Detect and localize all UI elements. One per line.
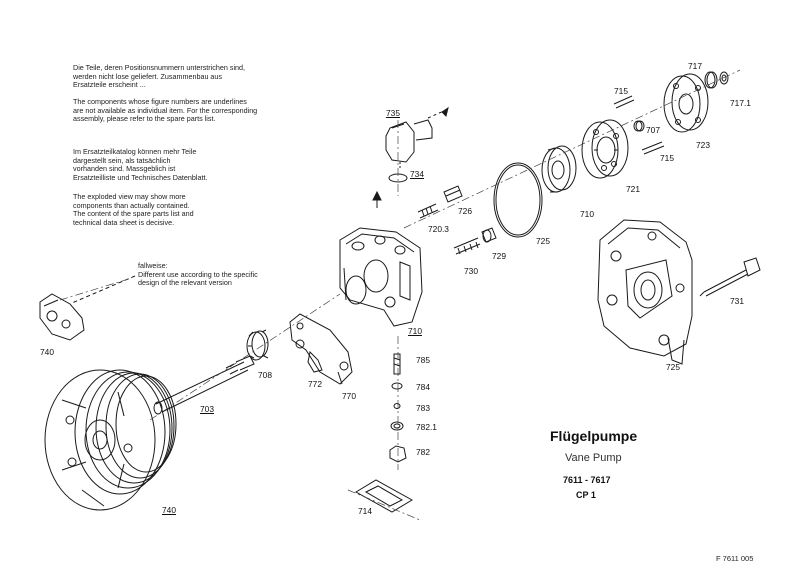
label-726: 726 <box>458 206 472 216</box>
document-id: F 7611 005 <box>716 554 754 563</box>
pin-715-upper <box>613 95 635 109</box>
label-717-1: 717.1 <box>730 98 751 108</box>
label-785: 785 <box>416 355 430 365</box>
label-723: 723 <box>696 140 710 150</box>
label-721: 721 <box>626 184 640 194</box>
piston-729 <box>481 227 497 243</box>
label-782: 782 <box>416 447 430 457</box>
label-725-oring: 725 <box>536 236 550 246</box>
o-ring-725-large <box>493 162 543 238</box>
screw-720-3 <box>417 203 439 219</box>
label-740-flange: 740 <box>40 347 54 357</box>
pump-housing-710 <box>339 227 423 327</box>
model-variant: CP 1 <box>576 490 596 500</box>
label-703: 703 <box>200 404 214 414</box>
note-english-components: The exploded view may show more componen… <box>73 192 194 227</box>
spring-726 <box>443 185 463 203</box>
label-715-lower: 715 <box>660 153 674 163</box>
label-740-pulley: 740 <box>162 505 176 515</box>
label-725-cover: 725 <box>666 362 680 372</box>
label-772: 772 <box>308 379 322 389</box>
washer-717-1 <box>719 71 729 85</box>
note-english-underlined-parts: The components whose figure numbers are … <box>73 97 258 124</box>
gasket-714 <box>355 479 413 513</box>
label-708: 708 <box>258 370 272 380</box>
gear-708 <box>246 329 269 361</box>
pin-707 <box>633 120 645 132</box>
label-783: 783 <box>416 403 430 413</box>
label-770: 770 <box>342 391 356 401</box>
note-german-components: Im Ersatzteilkatalog können mehr Teile d… <box>73 147 208 182</box>
label-715-upper: 715 <box>614 86 628 96</box>
label-734: 734 <box>410 169 424 179</box>
nut-782 <box>389 445 407 463</box>
cover-plate-723 <box>663 73 709 133</box>
bracket-772-770 <box>289 313 353 385</box>
drawing-subtitle: Vane Pump <box>565 452 622 464</box>
drawing-title: Flügelpumpe <box>550 428 638 444</box>
center-axis-lines <box>59 69 741 521</box>
label-735: 735 <box>386 108 400 118</box>
label-714: 714 <box>358 506 372 516</box>
label-717: 717 <box>688 61 702 71</box>
cam-ring-710 <box>541 145 577 193</box>
flow-arrow <box>372 190 382 208</box>
rotor-721 <box>581 119 629 179</box>
label-784: 784 <box>416 382 430 392</box>
drive-shaft-703 <box>153 355 255 415</box>
label-720-3: 720.3 <box>428 224 449 234</box>
note-german-underlined-parts: Die Teile, deren Positionsnummern unters… <box>73 63 246 90</box>
label-710-camring: 710 <box>580 209 594 219</box>
callout-leader <box>71 275 136 304</box>
washer-783 <box>393 403 401 409</box>
label-710-housing: 710 <box>408 326 422 336</box>
washer-784 <box>391 382 403 390</box>
bolt-731 <box>699 257 761 297</box>
note-optional-callout: fallweise: Different use according to th… <box>138 261 258 288</box>
model-range: 7611 - 7617 <box>563 475 611 485</box>
pulley-740 <box>44 369 177 511</box>
spring-730 <box>453 237 481 255</box>
label-731: 731 <box>730 296 744 306</box>
screw-785 <box>393 353 401 375</box>
rear-cover-725 <box>597 219 693 365</box>
label-729: 729 <box>492 251 506 261</box>
pin-715-lower <box>641 141 665 155</box>
label-707: 707 <box>646 125 660 135</box>
small-flange-740 <box>39 293 85 341</box>
label-730: 730 <box>464 266 478 276</box>
ring-717 <box>704 71 718 89</box>
label-782-1: 782.1 <box>416 422 437 432</box>
nut-782-1 <box>390 421 404 431</box>
